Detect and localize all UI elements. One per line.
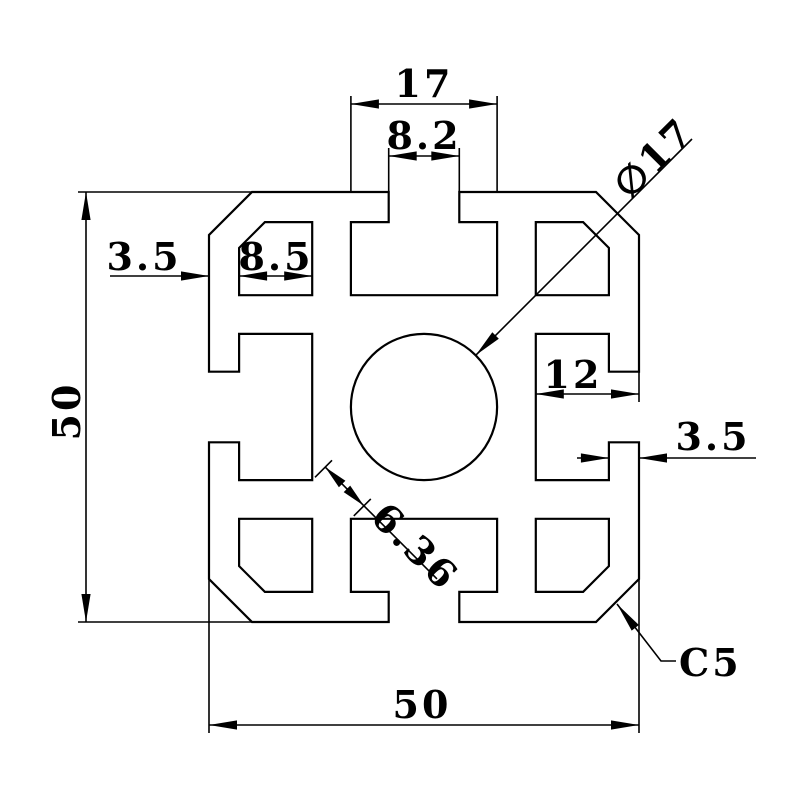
label-right-wall-thickness: 3.5 (675, 414, 750, 459)
corner-pocket-bottom-right (534, 517, 610, 593)
arrowhead (431, 151, 460, 161)
corner-pocket-top-right (534, 221, 610, 297)
profile-outline (207, 190, 641, 624)
label-overall-height: 50 (44, 382, 89, 441)
label-corner-pocket-width: 8.5 (238, 234, 313, 279)
arrowhead (475, 332, 499, 356)
arrowhead (81, 192, 91, 220)
dim-overall-width (208, 579, 640, 733)
label-side-slot-depth: 12 (544, 352, 603, 397)
label-left-wall-thickness: 3.5 (106, 234, 181, 279)
arrowhead (284, 271, 313, 281)
arrowhead (611, 389, 639, 399)
label-center-bore: ∅17 (604, 108, 703, 207)
dim-overall-height (78, 191, 252, 623)
dim-center-bore (475, 138, 693, 356)
label-web-thickness: 6.36 (363, 494, 469, 600)
arrowhead (639, 453, 667, 463)
arrowhead (611, 720, 639, 730)
arrowhead (81, 594, 91, 622)
extension-line (314, 459, 333, 478)
arrowhead (535, 389, 564, 399)
dimension-line (324, 466, 438, 580)
arrowhead (325, 467, 346, 488)
arrowhead (388, 151, 417, 161)
label-top-slot-width: 17 (395, 61, 454, 106)
arrowhead (343, 485, 364, 506)
arrowhead (580, 453, 609, 463)
label-corner-chamfer: C5 (679, 640, 742, 685)
corner-pocket-top-left (238, 221, 314, 297)
label-top-slot-opening: 8.2 (386, 113, 461, 158)
dim-web-thickness (314, 459, 438, 580)
arrowhead (209, 720, 237, 730)
arrowhead (181, 271, 209, 281)
label-overall-width: 50 (393, 682, 452, 727)
leader-line (475, 138, 693, 356)
corner-pocket-bottom-left (238, 517, 314, 593)
arrowhead (350, 99, 379, 109)
arrowhead (239, 271, 268, 281)
arrowhead (617, 604, 639, 631)
center-bore-circle (349, 332, 499, 482)
extension-line (353, 498, 372, 517)
arrowhead (469, 99, 498, 109)
